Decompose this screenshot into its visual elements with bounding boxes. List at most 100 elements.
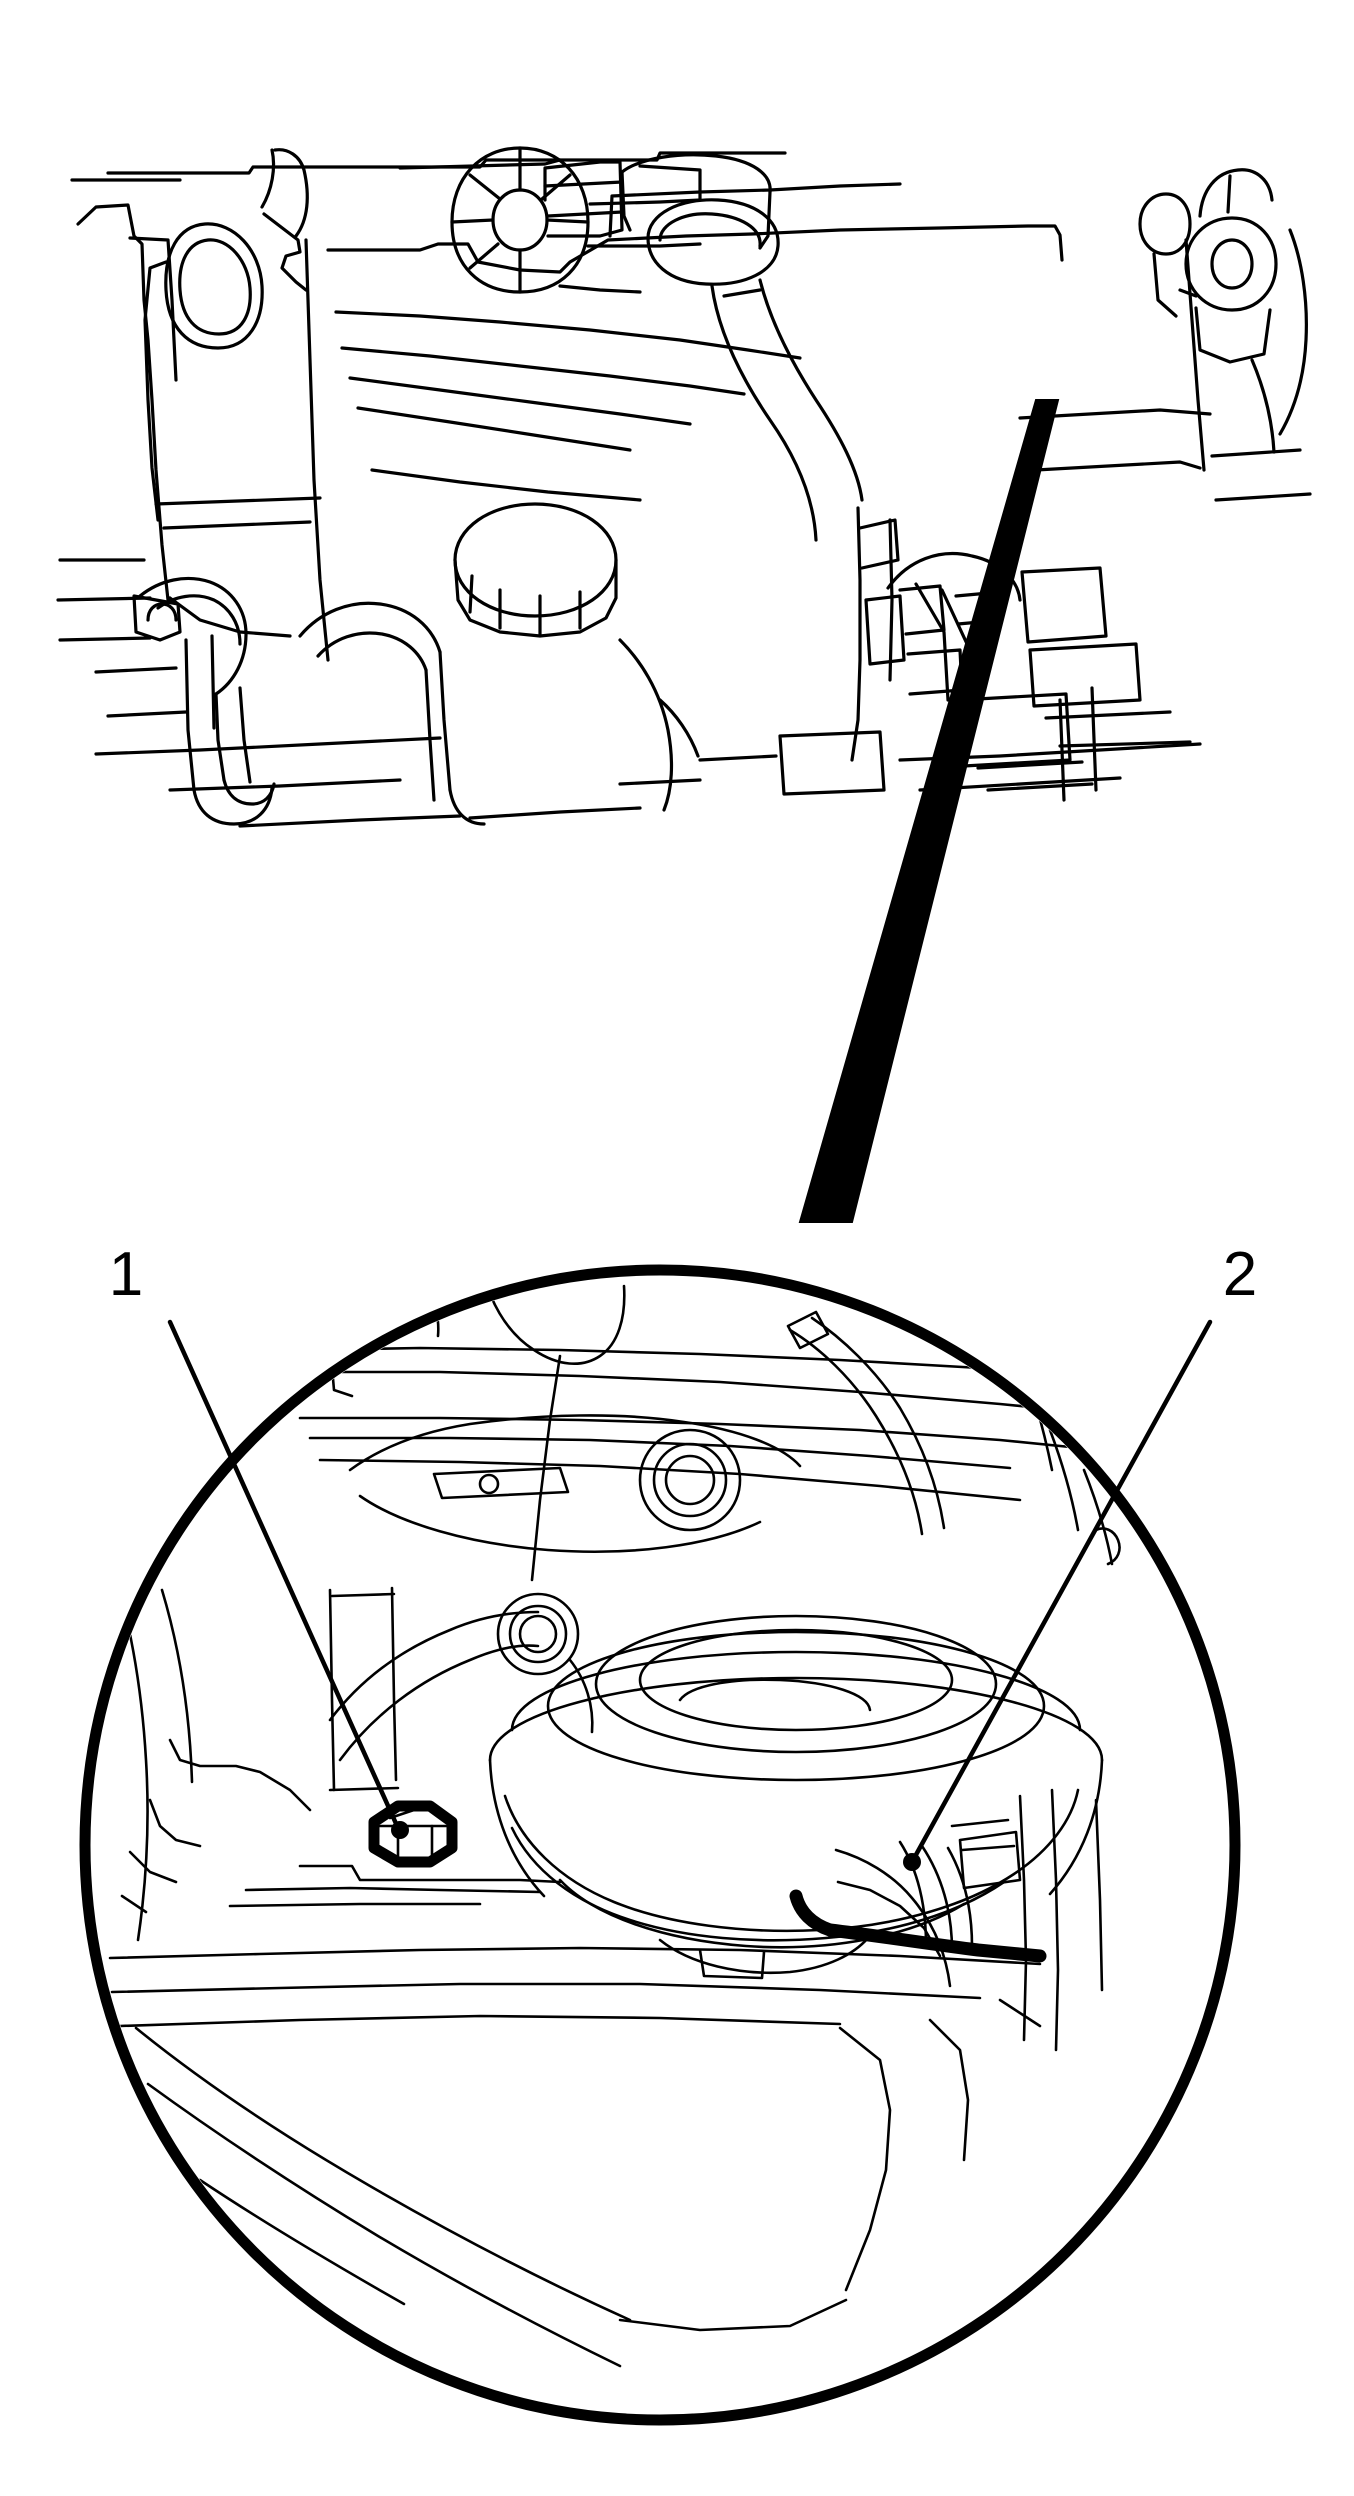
detail-lever-arm (348, 1414, 802, 1472)
callout-number-1: 1 (109, 1240, 143, 1309)
detail-support-col-base (328, 1786, 400, 1792)
large-cap-body (453, 558, 618, 638)
hose-center-1 (298, 601, 442, 654)
bottom-frame-4 (468, 806, 642, 820)
reservoir-cap-inner (178, 238, 252, 336)
reservoir-body (143, 260, 168, 522)
detail-small-ring-outer (496, 1592, 580, 1676)
callout-leaders (167, 1319, 1213, 1865)
detail-connector-rib-3 (920, 1844, 954, 1952)
throttle-body-spoke-5 (468, 173, 502, 201)
engine-compartment-overview (56, 146, 1312, 828)
detail-lower-tray-edge (618, 2298, 848, 2332)
left-fender-rail-inner (128, 236, 178, 382)
detail-housing-edge-2 (308, 1370, 1122, 1418)
bracket-box-lower (864, 594, 906, 666)
detail-top-right-arc-2 (1048, 1428, 1080, 1532)
detail-left-wall-6 (120, 1894, 148, 1914)
throttle-body-spoke-3 (450, 218, 495, 224)
throttle-body-spoke-4 (545, 218, 590, 224)
right-cap-inner (1210, 238, 1254, 290)
lower-edge-5 (106, 710, 188, 718)
callout-1-dot (391, 1821, 409, 1839)
reservoir-cap-outer (164, 222, 264, 350)
booster-dome-center (678, 1678, 872, 1712)
right-cap-outer (1184, 216, 1278, 312)
detail-right-panel-edge-2 (1050, 1788, 1060, 2052)
lower-edge-7 (162, 520, 312, 530)
callout-1-leader (167, 1319, 401, 1831)
vacuum-hose-main-2 (710, 284, 818, 542)
reservoir-side-wall (304, 238, 330, 662)
magnifier-wedge (798, 399, 1060, 1223)
hose-left-2 (156, 594, 242, 646)
hose-left-4 (238, 686, 252, 784)
lower-edge-3 (58, 636, 152, 642)
hose-bend-bottom-2 (222, 778, 276, 806)
center-oval-cap (646, 198, 780, 286)
detail-small-ring-inner (518, 1614, 558, 1654)
reservoir-neck (260, 148, 276, 209)
bottom-tray-1 (778, 730, 886, 796)
right-cap-stem (1198, 168, 1274, 218)
throttle-body-spoke-6 (468, 242, 500, 270)
booster-dome-lower-lip (558, 1878, 966, 1949)
detail-brace-1 (134, 2026, 632, 2322)
lower-edge-4 (94, 666, 178, 674)
detail-left-wall-5 (128, 1850, 178, 1884)
right-block-5 (1034, 460, 1202, 472)
detail-circle-border (79, 1264, 1241, 2426)
lower-right-vertical-1 (1058, 698, 1066, 802)
manifold-surface-1 (398, 158, 562, 170)
manifold-bottom-contour (618, 638, 674, 812)
detail-support-col-right (390, 1586, 398, 1782)
detail-lever-slot (432, 1466, 570, 1500)
detail-support-col-cap (330, 1592, 396, 1598)
detail-left-wall-4 (148, 1798, 202, 1848)
left-fender-rail (76, 203, 170, 602)
callout-number-2: 2 (1223, 1240, 1257, 1309)
booster-dome-body-right (1048, 1758, 1104, 1896)
cowl-rib-5 (356, 406, 632, 452)
cowl-rib-3 (340, 346, 746, 396)
detail-lower-member-3 (118, 2014, 842, 2028)
left-clip-inner (146, 602, 178, 622)
detail-black-seal (823, 1923, 1047, 1963)
detail-rod-1 (788, 1328, 924, 1536)
detail-pivot-mid (652, 1442, 728, 1518)
detail-top-right-node (1094, 1527, 1121, 1566)
detail-housing-edge-4 (308, 1436, 1012, 1470)
detail-lower-tray-2 (928, 2018, 970, 2162)
detail-rod-cap (786, 1310, 830, 1350)
detail-housing-edge-3 (298, 1416, 1122, 1454)
detail-brace-2 (146, 2082, 622, 2368)
cowl-rib-6 (370, 468, 642, 502)
canister-rim-2 (546, 210, 624, 218)
hose-left-3 (214, 692, 226, 782)
right-cap-stem-2 (1226, 174, 1232, 214)
reservoir-bottom-left (168, 596, 292, 638)
detail-small-ring-mid (508, 1604, 568, 1664)
detail-left-wall-2 (160, 1588, 194, 1784)
booster-dome-ring-4 (488, 1676, 1104, 1762)
right-cylinder-top (620, 153, 772, 194)
detail-lower-tray (838, 2026, 892, 2292)
booster-dome-ring-2 (546, 1630, 1046, 1782)
hose-center-down (448, 788, 486, 826)
detail-housing-edge-5 (318, 1458, 1022, 1502)
cowl-top-edge (106, 151, 787, 175)
hose-center-2 (316, 631, 428, 672)
detail-left-wall-3 (168, 1738, 312, 1812)
right-cap-link (1178, 288, 1198, 298)
detail-bracket-plate-3 (228, 1902, 482, 1908)
right-block-4 (1058, 740, 1192, 748)
detail-right-panel-edge (1018, 1794, 1028, 2042)
detail-connector-block (958, 1830, 1022, 1890)
hose-center-3 (438, 650, 452, 792)
intake-runner-lower (558, 284, 642, 294)
lower-right-box-3 (986, 782, 1094, 792)
bottom-frame-1 (94, 736, 442, 756)
vacuum-hose-joint (722, 288, 762, 298)
booster-dome-ring-3 (510, 1650, 1082, 1732)
